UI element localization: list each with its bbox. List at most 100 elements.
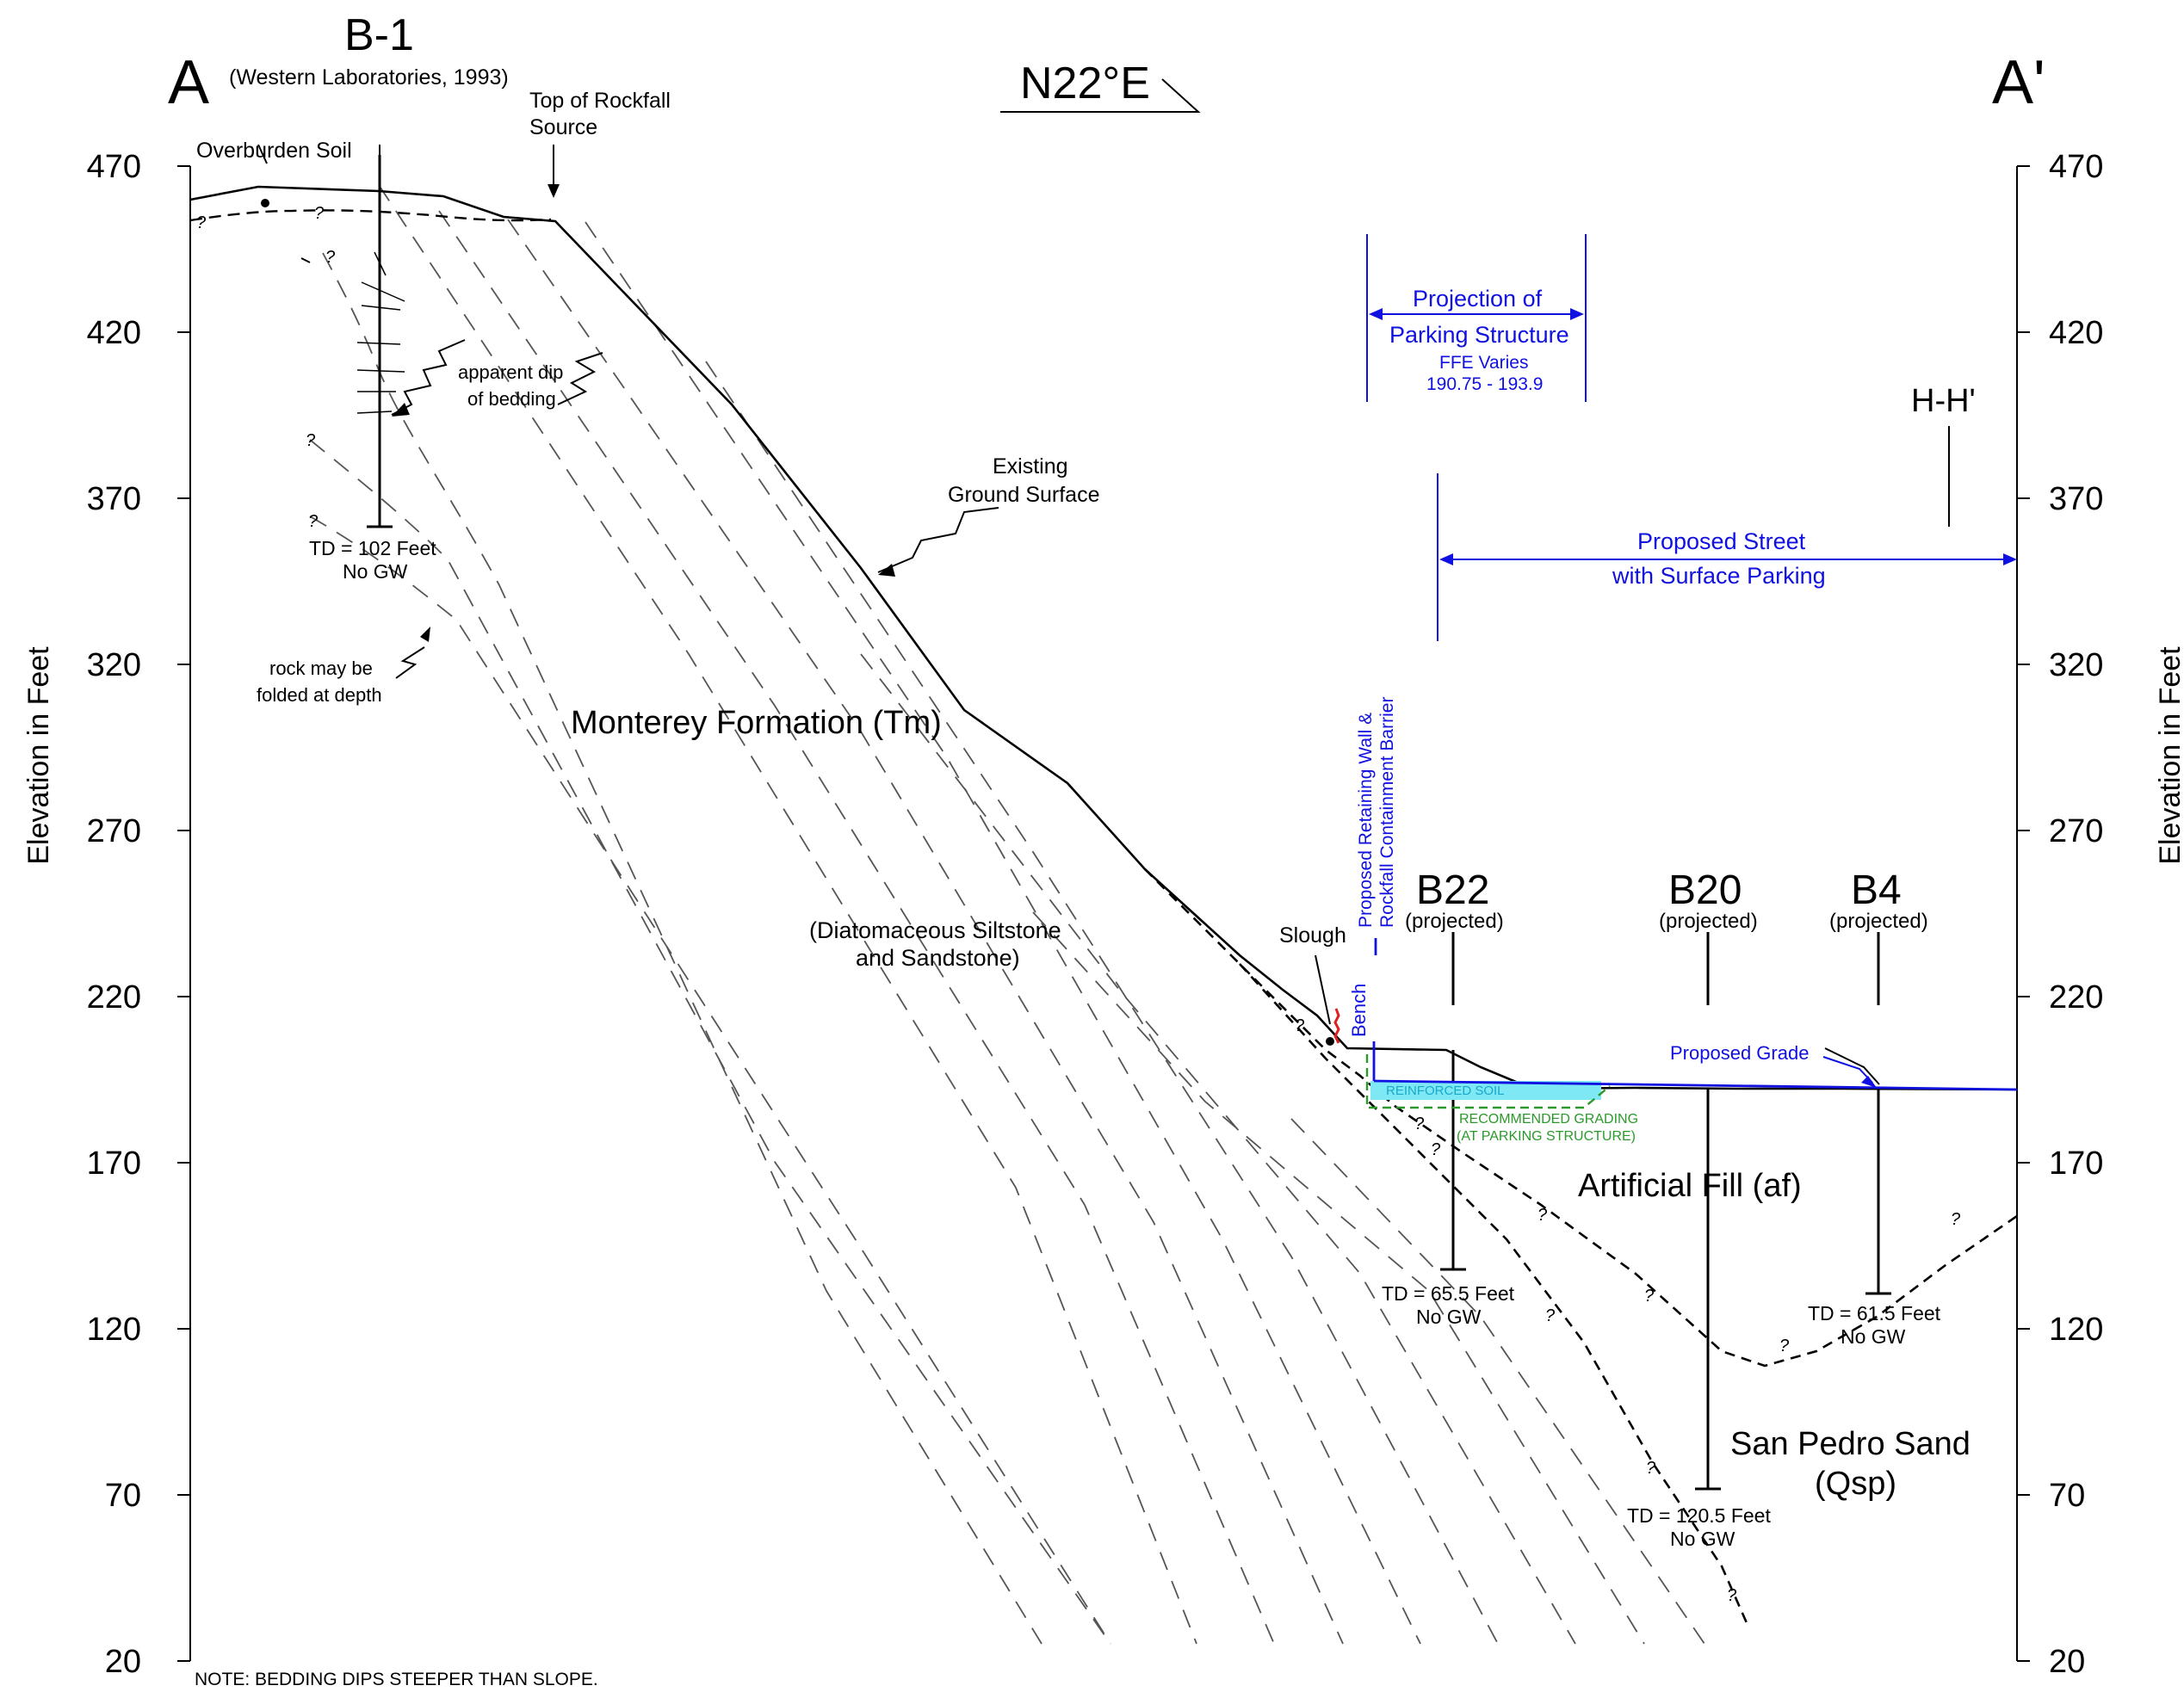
- b20-td: TD = 120.5 Feet: [1627, 1504, 1771, 1527]
- diatom-label-1: (Diatomaceous Siltstone: [809, 917, 1061, 943]
- sanpedro-label-2: (Qsp): [1815, 1466, 1896, 1502]
- right-tick-220: 220: [2049, 979, 2103, 1016]
- reinforced-soil-label: REINFORCED SOIL: [1386, 1084, 1505, 1098]
- b22-td: TD = 65.5 Feet: [1382, 1282, 1515, 1305]
- b20-gw: No GW: [1670, 1528, 1735, 1550]
- existing-label-1: Existing: [993, 454, 1068, 479]
- artificial-fill-label: Artificial Fill (af): [1578, 1168, 1802, 1204]
- left-tick-170: 170: [87, 1145, 141, 1182]
- overburden-boundary: [189, 209, 552, 222]
- boring-b4: [1865, 932, 1891, 1295]
- street-label-2: with Surface Parking: [1612, 563, 1826, 589]
- b1-source: (Western Laboratories, 1993): [229, 65, 509, 90]
- right-axis-title: Elevation in Feet: [2154, 646, 2184, 865]
- right-tick-470: 470: [2049, 149, 2103, 185]
- bearing-indicator: N22°E: [1000, 59, 1201, 113]
- left-tick-labels: 470 420 370 320 270 220 170 120 70 20: [87, 149, 141, 1680]
- svg-text:?: ?: [196, 213, 207, 232]
- right-tick-labels: 470 420 370 320 270 220 170 120 70 20: [2049, 149, 2103, 1680]
- slough-label: Slough: [1279, 923, 1346, 948]
- ffe-label-1: FFE Varies: [1439, 353, 1528, 373]
- right-tick-170: 170: [2049, 1145, 2103, 1182]
- retaining-wall-label-1: Proposed Retaining Wall &: [1356, 713, 1376, 928]
- right-tick-70: 70: [2049, 1478, 2085, 1514]
- right-tick-370: 370: [2049, 481, 2103, 517]
- bearing-arrow: [1000, 78, 1201, 113]
- query-marks: ? ? ? ? ? ? ? ? ? ? ? ? ? ? ?: [196, 204, 1961, 1605]
- right-tick-420: 420: [2049, 315, 2103, 351]
- leader-lines: [257, 144, 1880, 1085]
- street-arrows: [1439, 553, 2017, 565]
- parking-projection: [1366, 234, 1587, 402]
- bedding-note: NOTE: BEDDING DIPS STEEPER THAN SLOPE.: [195, 1670, 598, 1689]
- rockfall-label-2: Source: [529, 115, 597, 139]
- hh-label: H-H': [1911, 383, 1976, 419]
- boring-b20: [1695, 932, 1721, 1491]
- svg-text:?: ?: [325, 248, 336, 267]
- svg-text:?: ?: [1727, 1586, 1737, 1605]
- b4-td: TD = 61.5 Feet: [1808, 1302, 1941, 1324]
- b22-name: B22: [1416, 868, 1489, 913]
- boring-b1: B-1 (Western Laboratories, 1993) TD = 10…: [229, 10, 509, 583]
- arrow-heads: [392, 184, 895, 642]
- sanpedro-label-1: San Pedro Sand: [1730, 1426, 1971, 1462]
- left-tick-320: 320: [87, 647, 141, 683]
- overburden-label: Overburden Soil: [196, 139, 352, 163]
- svg-text:?: ?: [1414, 1115, 1425, 1133]
- left-tick-370: 370: [87, 481, 141, 517]
- svg-text:?: ?: [1537, 1206, 1548, 1225]
- reinforced-soil-zone: [1370, 1081, 1601, 1100]
- grading-label-1: RECOMMENDED GRADING: [1459, 1112, 1638, 1127]
- bench-label: Bench: [1348, 984, 1370, 1037]
- b4-sub: (projected): [1829, 910, 1928, 933]
- proposed-grade-arrow: [1861, 1076, 1877, 1088]
- proposed-wall-and-grade: [1372, 938, 2018, 1091]
- ffe-label-2: 190.75 - 193.9: [1426, 374, 1543, 394]
- right-tick-20: 20: [2049, 1644, 2085, 1680]
- svg-text:?: ?: [1545, 1306, 1556, 1325]
- parking-arrows: [1369, 308, 1584, 320]
- b22-gw: No GW: [1416, 1306, 1482, 1328]
- folded-label-1: rock may be: [269, 658, 373, 679]
- diatom-label-2: and Sandstone): [856, 945, 1020, 971]
- folded-label-2: folded at depth: [257, 684, 382, 706]
- existing-ground-surface: [189, 185, 2018, 1091]
- svg-text:?: ?: [306, 431, 316, 450]
- dip-label-2: of bedding: [467, 388, 556, 410]
- parking-label-1: Projection of: [1413, 286, 1543, 312]
- b1-td: TD = 102 Feet: [309, 537, 436, 559]
- b1-gw: No GW: [343, 560, 408, 583]
- slough-point: [1326, 1037, 1334, 1046]
- b20-sub: (projected): [1659, 910, 1758, 933]
- b22-sub: (projected): [1405, 910, 1504, 933]
- bedding-lines: [309, 184, 1705, 1645]
- right-axis-ticks: [2017, 165, 2030, 1662]
- right-tick-120: 120: [2049, 1312, 2103, 1348]
- svg-text:?: ?: [1644, 1287, 1655, 1306]
- right-tick-270: 270: [2049, 813, 2103, 849]
- existing-label-2: Ground Surface: [948, 483, 1100, 507]
- parking-label-2: Parking Structure: [1389, 322, 1569, 348]
- left-tick-420: 420: [87, 315, 141, 351]
- street-label-1: Proposed Street: [1637, 528, 1806, 554]
- proposed-grade-label: Proposed Grade: [1670, 1042, 1809, 1064]
- overburden-point: [261, 199, 269, 207]
- dip-label-1: apparent dip: [458, 361, 563, 383]
- left-axis-title: Elevation in Feet: [22, 646, 55, 865]
- svg-text:?: ?: [1295, 1016, 1305, 1035]
- left-tick-120: 120: [87, 1312, 141, 1348]
- grading-label-2: (AT PARKING STRUCTURE): [1457, 1129, 1636, 1144]
- b4-name: B4: [1851, 868, 1902, 913]
- b1-name: B-1: [344, 10, 414, 60]
- svg-text:?: ?: [1646, 1459, 1656, 1478]
- svg-text:?: ?: [314, 204, 325, 223]
- svg-text:?: ?: [1779, 1337, 1790, 1355]
- bearing-label: N22°E: [1020, 59, 1150, 108]
- left-tick-270: 270: [87, 813, 141, 849]
- retaining-wall-label-2: Rockfall Containment Barrier: [1377, 697, 1397, 928]
- street-projection: [1437, 473, 2010, 641]
- left-tick-70: 70: [105, 1478, 141, 1514]
- rockfall-barrier: [1333, 1008, 1340, 1044]
